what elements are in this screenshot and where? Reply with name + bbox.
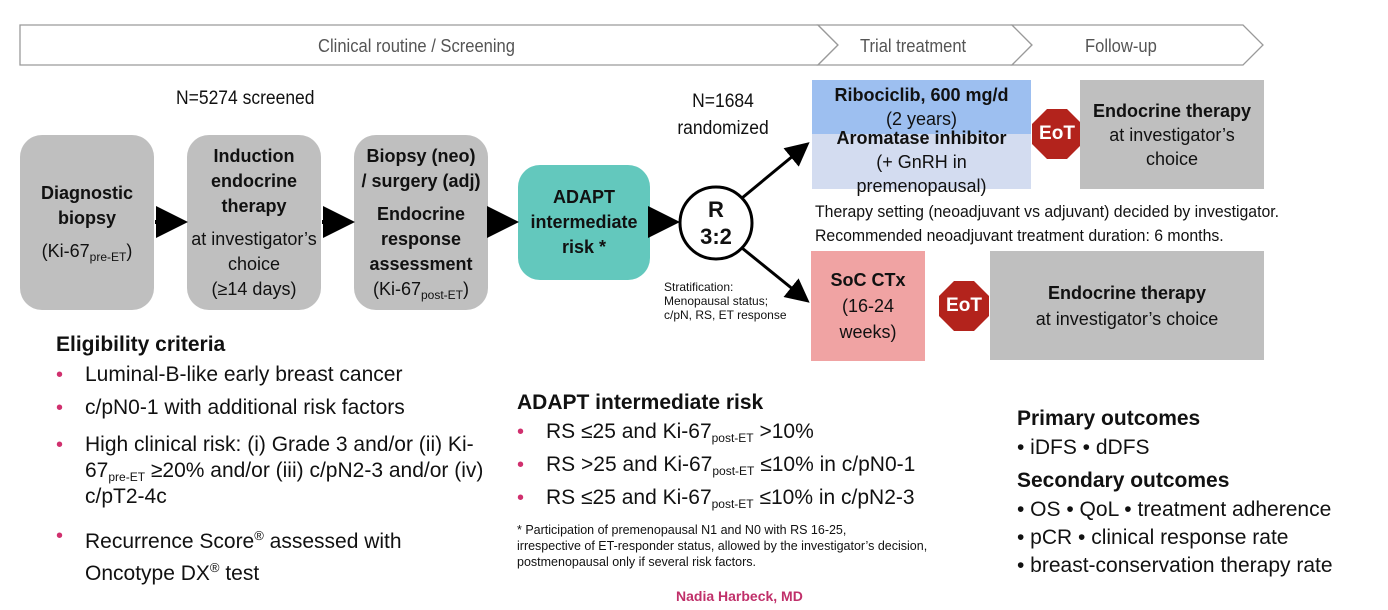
adapt-line-3: risk * (561, 237, 607, 257)
phase-followup-shape (1010, 24, 1264, 66)
biopsy-ki67: (Ki-67post-ET) (372, 278, 470, 302)
screened-count: N=5274 screened (176, 88, 315, 109)
setting-note-line-1: Therapy setting (neoadjuvant vs adjuvant… (815, 202, 1280, 221)
stratification-line-3: c/pN, RS, ET response (664, 308, 787, 322)
secondary-outcome-line: • breast-conservation therapy rate (1017, 554, 1333, 577)
randomization-circle (678, 185, 754, 261)
randomized-label: randomized (677, 118, 769, 139)
soc-duration-2: weeks) (839, 322, 897, 342)
soc-ctx-box: SoC CTx (16-24 weeks) (811, 251, 925, 361)
et-bottom-title: Endocrine therapy (1047, 282, 1207, 303)
adapt-intermediate-risk-box: ADAPT intermediate risk * (518, 165, 650, 280)
induction-choice-2: choice (227, 253, 281, 274)
adapt-line-1: ADAPT (553, 187, 615, 207)
phase-followup-label: Follow-up (1085, 36, 1157, 56)
randomization-letter: R (708, 197, 724, 222)
response-title-2: response (380, 228, 462, 249)
et-top-line-2: at investigator’s (1109, 124, 1235, 145)
induction-title-2: endocrine (210, 170, 298, 191)
aromatase-inhibitor-box: Aromatase inhibitor (+ GnRH in premenopa… (812, 128, 1031, 196)
therapy-setting-note: Therapy setting (neoadjuvant vs adjuvant… (815, 200, 1279, 248)
ai-detail: (+ GnRH in premenopausal) (856, 151, 987, 196)
randomized-count: N=1684 randomized (672, 88, 773, 142)
adapt-line-2: intermediate (530, 212, 638, 232)
author-credit: Nadia Harbeck, MD (676, 588, 803, 604)
endocrine-therapy-followup-box: Endocrine therapy at investigator’s choi… (1080, 80, 1264, 189)
diagnostic-title: Diagnostic (40, 183, 133, 203)
eligibility-section: Eligibility criteria Luminal-B-like earl… (56, 333, 496, 587)
eligibility-title: Eligibility criteria (56, 333, 226, 356)
randomized-n: N=1684 (692, 91, 754, 112)
stratification-line-2: Menopausal status; (664, 294, 769, 308)
ribociclib-title: Ribociclib, 600 mg/d (834, 85, 1009, 105)
et-top-line-3: choice (1145, 148, 1199, 169)
adapt-risk-item: RS ≤25 and Ki-67post-ET ≤10% in c/pN2-3 (517, 485, 987, 511)
adapt-footnote: * Participation of premenopausal N1 and … (517, 522, 927, 570)
eligibility-item: Recurrence Score® assessed with Oncotype… (56, 523, 496, 587)
ribociclib-duration: (2 years) (885, 109, 957, 129)
randomization-ratio: 3:2 (700, 224, 732, 249)
biopsy-title: Biopsy (neo) (366, 145, 476, 166)
adapt-risk-item: RS ≤25 and Ki-67post-ET >10% (517, 419, 987, 445)
induction-duration: (≥14 days) (211, 278, 297, 299)
footnote-line-3: postmenopausal only if several risk fact… (517, 555, 756, 569)
eligibility-item: c/pN0-1 with additional risk factors (56, 395, 496, 421)
phase-screening-label: Clinical routine / Screening (318, 36, 515, 56)
induction-title: Induction (213, 145, 295, 166)
diagnostic-title-2: biopsy (57, 208, 116, 228)
stop-sign-icon (1032, 109, 1082, 159)
adapt-risk-section: ADAPT intermediate risk RS ≤25 and Ki-67… (517, 391, 987, 511)
stop-sign-icon (939, 281, 989, 331)
eot-stop-sign-bottom: EoT (939, 281, 989, 331)
ribociclib-box: Ribociclib, 600 mg/d (2 years) (812, 80, 1031, 134)
secondary-outcome-line: • pCR • clinical response rate (1017, 526, 1289, 549)
adapt-risk-title: ADAPT intermediate risk (517, 391, 764, 414)
diagnostic-biopsy-box: Diagnostic biopsy (Ki-67pre-ET) (20, 135, 154, 310)
adapt-risk-item: RS >25 and Ki-67post-ET ≤10% in c/pN0-1 (517, 452, 987, 478)
setting-note-line-2: Recommended neoadjuvant treatment durati… (815, 226, 1224, 245)
endocrine-therapy-bottom-box: Endocrine therapy at investigator’s choi… (990, 251, 1264, 360)
stratification-line-1: Stratification: (664, 280, 734, 294)
response-title: Endocrine (376, 203, 465, 224)
footnote-line-2: irrespective of ET-responder status, all… (517, 539, 928, 553)
diagnostic-ki67: (Ki-67pre-ET) (41, 241, 133, 264)
induction-title-3: therapy (221, 195, 287, 216)
primary-outcomes-title: Primary outcomes (1017, 407, 1201, 430)
soc-duration: (16-24 (841, 296, 895, 316)
stratification-note: Stratification: Menopausal status; c/pN,… (664, 280, 787, 322)
randomization-label: R 3:2 (680, 196, 752, 250)
phase-trial-label: Trial treatment (860, 36, 967, 56)
biopsy-title-2: / surgery (adj) (361, 170, 481, 191)
eot-label: EoT (1039, 123, 1075, 144)
primary-outcomes: • iDFS • dDFS (1017, 436, 1150, 459)
arrow-to-ribociclib-arm (741, 142, 810, 200)
eot-label: EoT (946, 295, 982, 316)
secondary-outcomes-title: Secondary outcomes (1017, 469, 1230, 492)
et-top-title: Endocrine therapy (1092, 100, 1252, 121)
eligibility-item: High clinical risk: (i) Grade 3 and/or (… (56, 432, 496, 510)
response-title-3: assessment (369, 253, 473, 274)
arrow-to-soc-arm (741, 246, 810, 303)
footnote-line-1: * Participation of premenopausal N1 and … (517, 523, 847, 537)
induction-therapy-box: Induction endocrine therapy at investiga… (187, 135, 321, 310)
ai-title: Aromatase inhibitor (836, 127, 1007, 148)
outcomes-section: Primary outcomes • iDFS • dDFS Secondary… (1017, 404, 1333, 580)
phase-bar (19, 24, 1264, 66)
eot-stop-sign-top: EoT (1032, 109, 1082, 159)
eligibility-item: Luminal-B-like early breast cancer (56, 362, 496, 388)
soc-title: SoC CTx (830, 270, 906, 290)
induction-choice: at investigator’s (191, 228, 317, 249)
biopsy-assessment-box: Biopsy (neo) / surgery (adj) Endocrine r… (354, 135, 488, 310)
et-bottom-line-2: at investigator’s choice (1035, 308, 1219, 329)
secondary-outcome-line: • OS • QoL • treatment adherence (1017, 498, 1332, 521)
